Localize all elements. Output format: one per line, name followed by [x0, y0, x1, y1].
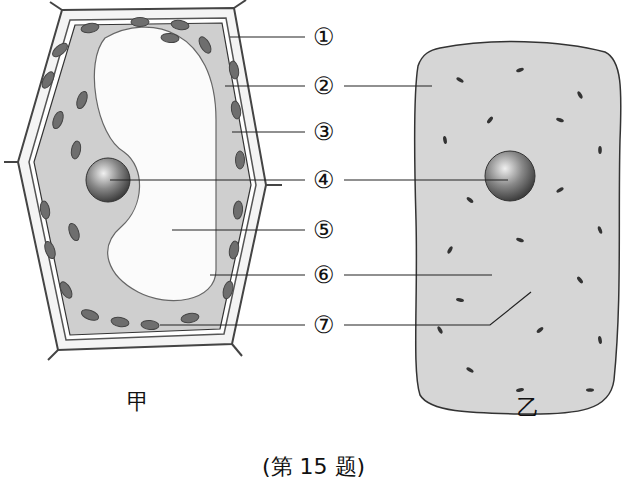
chloroplast	[131, 18, 149, 27]
mitochondrion	[443, 136, 448, 145]
chloroplast	[221, 280, 234, 300]
mitochondrion	[576, 91, 583, 100]
mitochondrion	[536, 326, 544, 334]
chloroplast	[170, 19, 189, 31]
chloroplast	[58, 280, 75, 300]
chloroplast	[43, 240, 58, 260]
nucleus	[485, 151, 535, 201]
callout-number: ①	[311, 25, 337, 49]
mitochondrion	[598, 146, 602, 154]
mitochondria	[436, 67, 603, 393]
callout-number: ④	[311, 168, 337, 192]
chloroplast	[141, 320, 160, 331]
chloroplast	[236, 151, 245, 169]
mitochondrion	[576, 276, 584, 284]
mitochondrion	[556, 186, 565, 193]
animal-cell-membrane	[415, 42, 621, 415]
mitochondrion	[597, 226, 603, 235]
callout-number: ②	[311, 74, 337, 98]
chloroplast	[230, 100, 242, 119]
mitochondrion	[556, 117, 565, 123]
mitochondrion	[456, 298, 465, 303]
mitochondrion	[486, 116, 494, 124]
callout-number: ③	[311, 120, 337, 144]
chloroplast	[80, 22, 99, 34]
chloroplast	[180, 312, 199, 324]
mitochondrion	[446, 246, 453, 255]
mitochondrion	[516, 388, 525, 393]
callout-number: ⑤	[311, 218, 337, 242]
cell-wall-inner	[29, 18, 256, 340]
chloroplast	[233, 201, 244, 220]
chloroplast	[228, 240, 240, 259]
chloroplast	[80, 308, 100, 323]
chloroplast	[39, 200, 51, 219]
mitochondrion	[598, 336, 603, 345]
chloroplast	[161, 33, 180, 44]
mitochondrion	[586, 388, 594, 392]
callout-number: ⑥	[311, 263, 337, 287]
cell-wall	[18, 8, 266, 350]
mitochondrion	[436, 326, 443, 335]
chloroplast	[67, 222, 82, 242]
chloroplast	[50, 41, 70, 59]
caption: (第 15 题)	[262, 456, 365, 478]
chloroplast	[51, 110, 66, 130]
chloroplast	[228, 60, 240, 79]
chloroplasts	[39, 18, 244, 331]
cell-membrane	[34, 23, 251, 335]
chloroplast	[110, 316, 129, 328]
mitochondrion	[466, 196, 474, 204]
leader-lines	[110, 37, 531, 325]
callout-number: ⑦	[311, 313, 337, 337]
chloroplast	[197, 35, 214, 55]
chloroplast	[40, 70, 57, 90]
chloroplast	[70, 140, 82, 159]
mitochondrion	[516, 67, 525, 73]
mitochondrion	[456, 76, 465, 83]
mitochondrion	[516, 237, 525, 243]
cell-name: 乙	[517, 397, 539, 419]
chloroplast	[75, 90, 90, 110]
cell-name: 甲	[127, 391, 149, 413]
mitochondrion	[466, 366, 475, 373]
